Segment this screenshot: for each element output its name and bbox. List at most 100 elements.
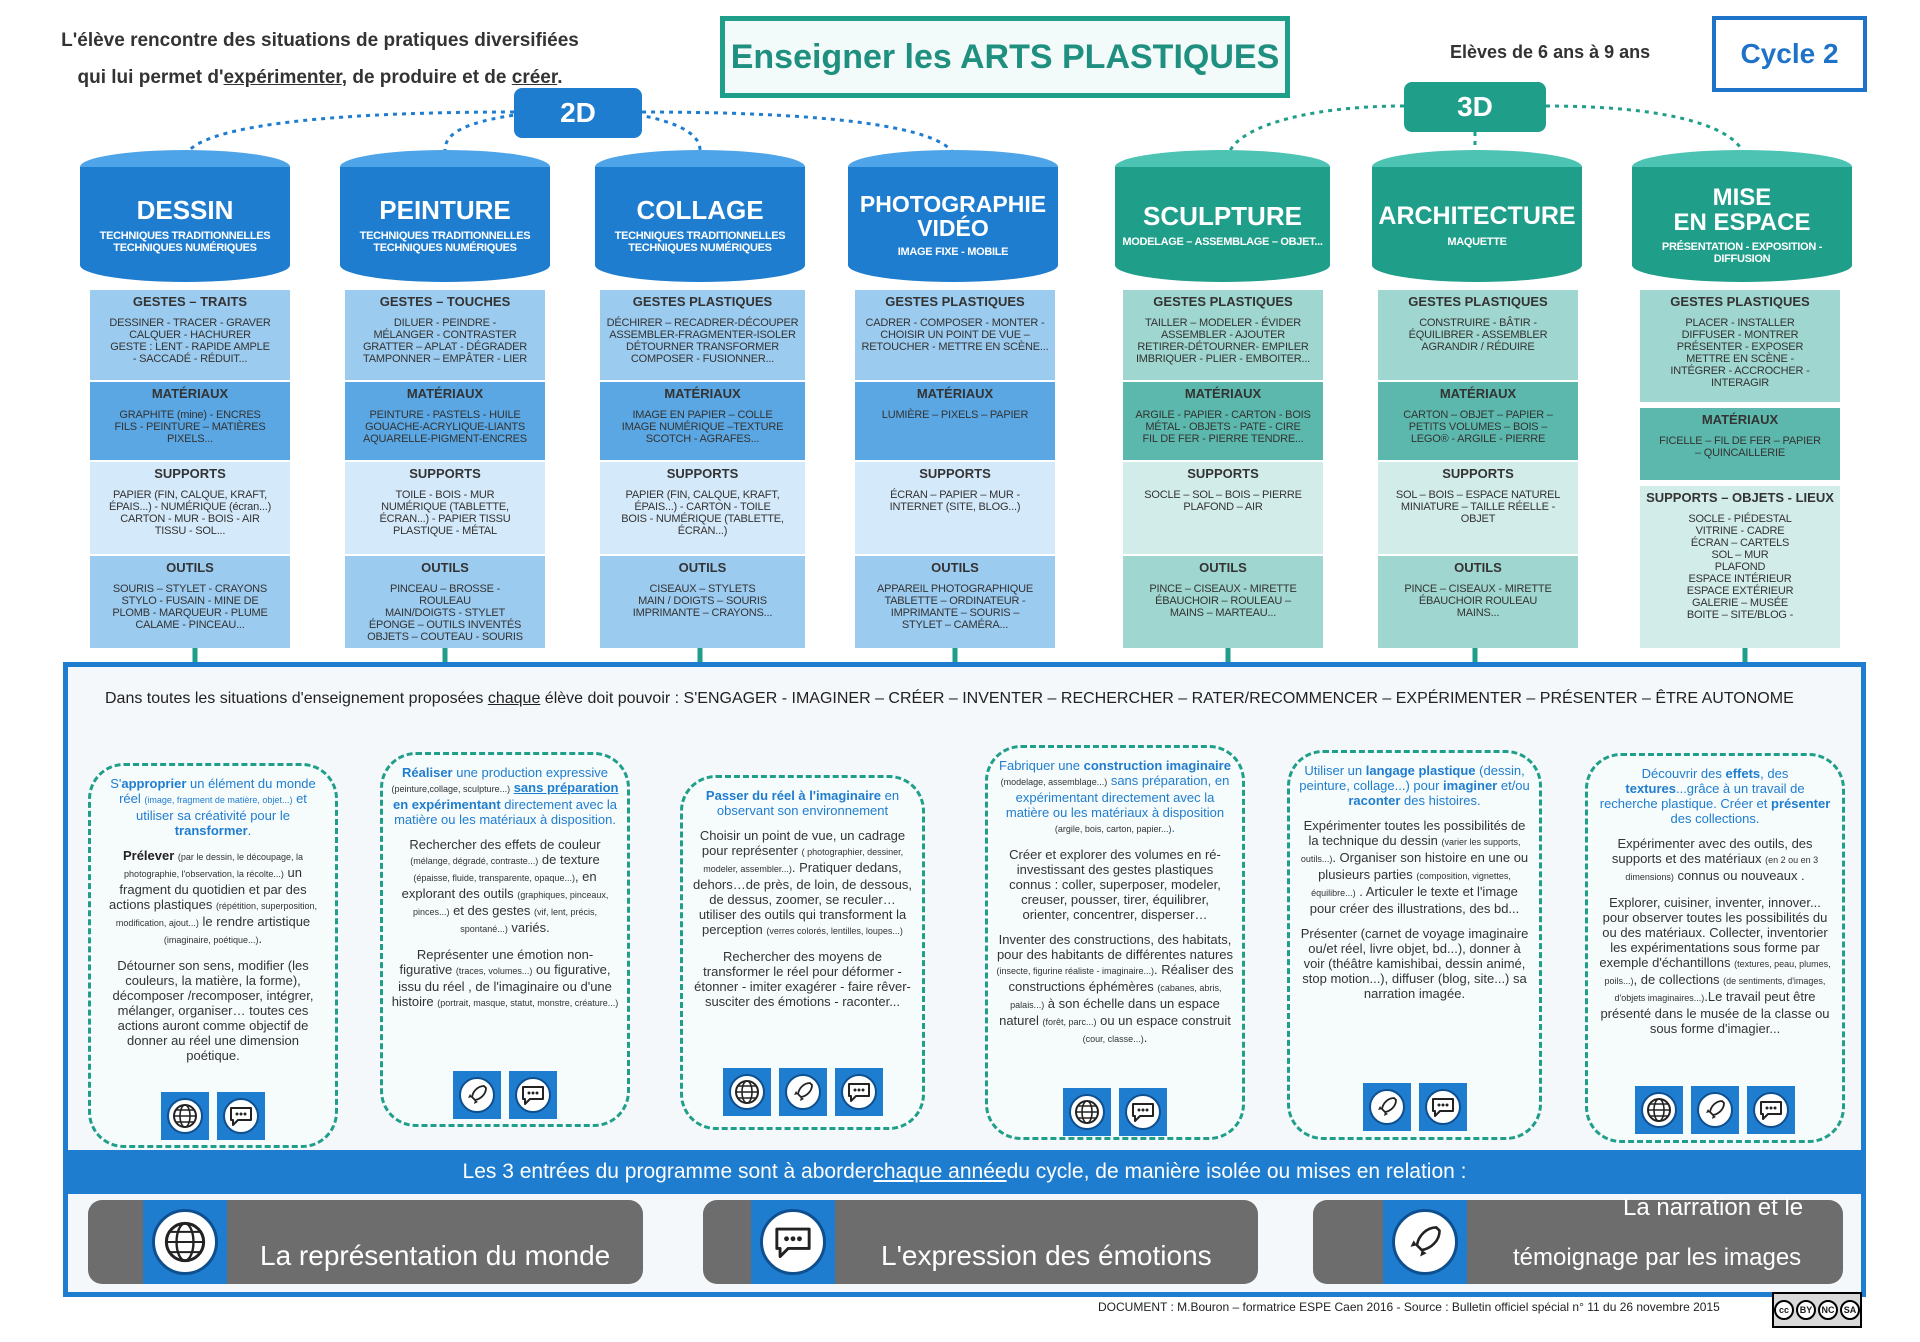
footer-credit: DOCUMENT : M.Bouron – formatrice ESPE Ca… <box>1098 1300 1720 1314</box>
card-realiser: Réaliser une production expressive (pein… <box>380 752 630 1127</box>
box-heading: SUPPORTS <box>154 466 226 481</box>
box-heading: GESTES PLASTIQUES <box>1408 294 1548 309</box>
box-text: PEINTURE - PASTELS - HUILE GOUACHE-ACRYL… <box>363 409 527 445</box>
band-label: La représentation du monde <box>260 1240 611 1271</box>
box-heading: MATÉRIAUX <box>1701 412 1779 427</box>
box-heading: OUTILS <box>1199 560 1247 575</box>
box-heading: OUTILS <box>421 560 469 575</box>
box-text: SOCLE – SOL – BOIS – PIERRE PLAFOND – AI… <box>1144 489 1302 513</box>
box-text: CISEAUX – STYLETS MAIN / DOIGTS – SOURIS… <box>632 583 773 619</box>
box-text: PAPIER (FIN, CALQUE, KRAFT, ÉPAIS...) - … <box>621 489 784 537</box>
card-appropriation: S'approprier un élément du monde réel (i… <box>88 763 338 1148</box>
rocket-icon <box>1383 1200 1467 1284</box>
box-text: ARGILE - PAPIER - CARTON - BOIS MÉTAL - … <box>1135 409 1311 445</box>
box-heading: SUPPORTS <box>1187 466 1259 481</box>
box-heading: MATÉRIAUX <box>1439 386 1517 401</box>
box-text: SOCLE - PIÉDESTAL VITRINE - CADRE ÉCRAN … <box>1686 513 1794 621</box>
speech-bubble-icon <box>217 1092 265 1140</box>
box-heading: GESTES – TOUCHES <box>379 294 511 309</box>
box-heading: GESTES PLASTIQUES <box>1670 294 1810 309</box>
pill-3d: 3D <box>1404 82 1546 132</box>
column-mat-box: MATÉRIAUX GRAPHITE (mine) - ENCRES FILS -… <box>90 382 290 460</box>
column-out-box: OUTILS CISEAUX – STYLETS MAIN / DOIGTS – … <box>600 556 805 648</box>
box-heading: MATÉRIAUX <box>1184 386 1262 401</box>
page-title: Enseigner les ARTS PLASTIQUES <box>730 37 1280 76</box>
box-text: TAILLER – MODELER - ÉVIDER ASSEMBLER - A… <box>1135 317 1311 365</box>
speech-bubble-icon <box>509 1071 557 1119</box>
box-heading: GESTES – TRAITS <box>132 294 248 309</box>
box-text: ÉCRAN – PAPIER – MUR - INTERNET (SITE, B… <box>889 489 1021 513</box>
column-name: DESSIN <box>136 195 234 225</box>
box-text: TOILE - BOIS - MUR NUMÉRIQUE (TABLETTE, … <box>379 489 511 537</box>
speech-bubble-icon <box>1119 1088 1167 1136</box>
card-reel-imaginaire: Passer du réel à l'imaginaire en observa… <box>680 775 925 1130</box>
box-text: PAPIER (FIN, CALQUE, KRAFT, ÉPAIS...) - … <box>108 489 272 537</box>
box-text: DESSINER - TRACER - GRAVER CALQUER - HAC… <box>109 317 271 365</box>
cycle-badge: Cycle 2 <box>1712 16 1867 92</box>
page-title-box: Enseigner les ARTS PLASTIQUES <box>720 16 1290 98</box>
box-text: SOURIS – STYLET - CRAYONS STYLO - FUSAIN… <box>112 583 268 631</box>
box-heading: MATÉRIAUX <box>151 386 229 401</box>
card-effets-textures: Découvrir des effets, des textures...grâ… <box>1585 753 1845 1143</box>
column-sub: TECHNIQUES TRADITIONNELLES TECHNIQUES NU… <box>99 230 271 254</box>
intro-text: L'élève rencontre des situations de prat… <box>61 30 579 88</box>
column-sup-box: SUPPORTS – OBJETS - LIEUX SOCLE - PIÉDEST… <box>1640 486 1840 648</box>
box-heading: SUPPORTS – OBJETS - LIEUX <box>1646 490 1834 505</box>
band-label-2: témoignage par les images <box>1513 1244 1802 1271</box>
globe-icon <box>161 1092 209 1140</box>
column-sup-box: SUPPORTS PAPIER (FIN, CALQUE, KRAFT, ÉPAI… <box>600 462 805 554</box>
box-heading: MATÉRIAUX <box>406 386 484 401</box>
verbs-line: Dans toutes les situations d'enseignemen… <box>105 690 1794 707</box>
card-lead: S'approprier un élément du monde réel (i… <box>110 776 316 838</box>
column-mat-box: MATÉRIAUX CARTON – OBJET – PAPIER – PETIT… <box>1378 382 1578 460</box>
box-text: CARTON – OBJET – PAPIER – PETITS VOLUMES… <box>1403 409 1553 445</box>
box-text: CADRER - COMPOSER - MONTER - CHOISIR UN … <box>861 317 1049 353</box>
box-text: GRAPHITE (mine) - ENCRES FILS - PEINTURE… <box>114 409 266 445</box>
speech-bubble-icon <box>751 1200 835 1284</box>
speech-bubble-icon <box>1747 1086 1795 1134</box>
box-text: DILUER - PEINDRE - MÉLANGER - CONTRASTER… <box>362 317 528 365</box>
column-out-box: OUTILS SOURIS – STYLET - CRAYONS STYLO - … <box>90 556 290 648</box>
rocket-icon <box>778 1068 827 1116</box>
box-text: SOL – BOIS – ESPACE NATUREL MINIATURE – … <box>1395 489 1561 525</box>
band-narration: La narration et le témoignage par les im… <box>1313 1194 1843 1284</box>
column-sup-box: SUPPORTS SOCLE – SOL – BOIS – PIERRE PLAF… <box>1123 462 1323 554</box>
box-text: LUMIÈRE – PIXELS – PAPIER <box>881 409 1029 421</box>
rocket-icon <box>1691 1086 1739 1134</box>
ages-label: Elèves de 6 ans à 9 ans <box>1450 42 1651 62</box>
box-heading: OUTILS <box>166 560 214 575</box>
box-heading: MATÉRIAUX <box>664 386 741 401</box>
box-text: CONSTRUIRE - BÂTIR - ÉQUILIBRER - ASSEMB… <box>1408 317 1548 353</box>
pill-2d: 2D <box>514 88 642 138</box>
box-heading: OUTILS <box>678 560 727 575</box>
speech-bubble-icon <box>1418 1083 1467 1131</box>
box-heading: SUPPORTS <box>666 466 739 481</box>
column-sup-box: SUPPORTS PAPIER (FIN, CALQUE, KRAFT, ÉPAI… <box>90 462 290 554</box>
band-representation-monde: La représentation du monde <box>88 1200 643 1284</box>
cylinder-dessin: DESSIN TECHNIQUES TRADITIONNELLES TECHNIQ… <box>80 150 290 282</box>
band-label-1: La narration et le <box>1623 1194 1804 1221</box>
band-expression-emotions: L'expression des émotions <box>703 1200 1258 1284</box>
column-gestes-box: GESTES – TRAITS DESSINER - TRACER - GRAVE… <box>90 290 290 380</box>
speech-bubble-icon <box>834 1068 883 1116</box>
globe-icon <box>1063 1088 1111 1136</box>
column-mat-box: MATÉRIAUX PEINTURE - PASTELS - HUILE GOUA… <box>345 382 545 460</box>
